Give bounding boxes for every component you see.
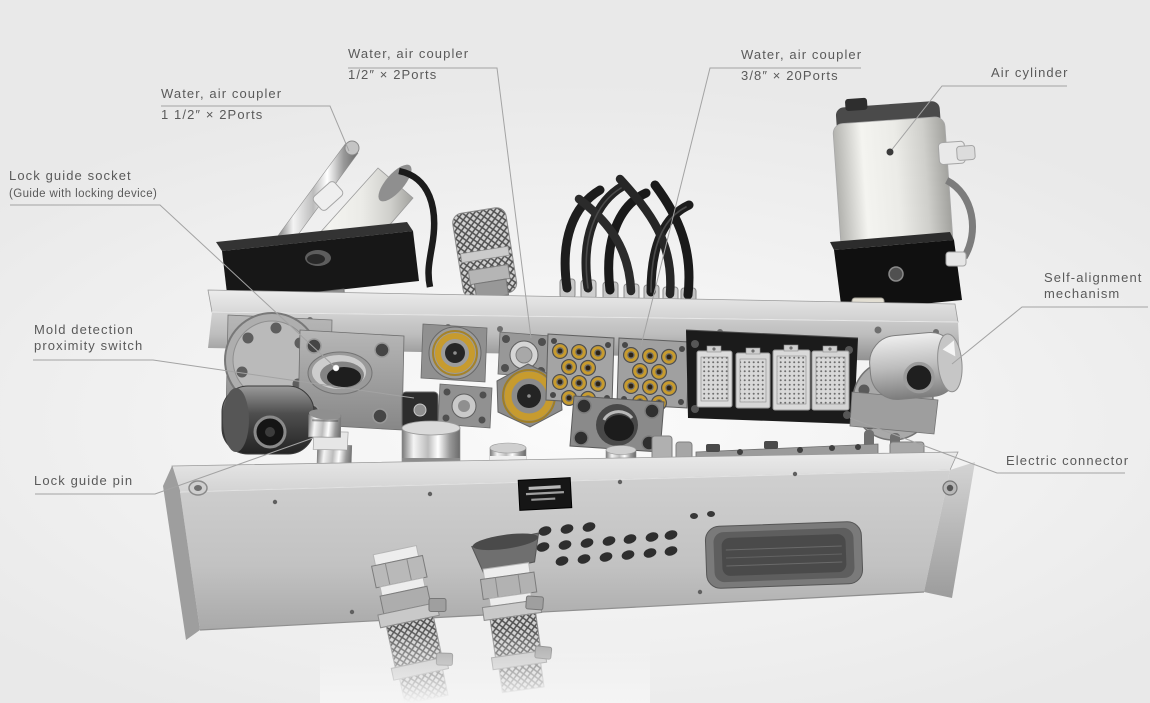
- leader-coupler-one-half: [161, 105, 350, 152]
- leader-lock-guide-pin: [35, 437, 314, 495]
- leader-dot-lock-guide-socket: [332, 364, 340, 372]
- label-lock-guide-pin: Lock guide pin: [34, 470, 133, 491]
- label-air-cylinder: Air cylinder: [991, 62, 1069, 83]
- label-line: Air cylinder: [991, 65, 1069, 80]
- upper-coupler-plate: [207, 97, 976, 455]
- plate-end-face: [924, 462, 975, 598]
- label-self-alignment-mechanism: Self-alignment mechanism: [1044, 270, 1143, 302]
- lock-guide-socket-block: [297, 329, 405, 431]
- electric-connector-blocks: [696, 344, 850, 411]
- label-water-air-coupler-half-inch: Water, air coupler 1/2″ × 2Ports: [348, 43, 469, 85]
- label-line: Water, air coupler: [348, 46, 470, 61]
- end-face-bolt: [942, 480, 958, 496]
- leader-self-alignment: [951, 306, 1148, 365]
- hose-fadeout: [320, 628, 650, 703]
- label-line: proximity switch: [34, 338, 144, 353]
- label-subline: (Guide with locking device): [9, 188, 158, 200]
- left-roller: [221, 385, 315, 455]
- self-alignment-mechanism: [849, 332, 963, 453]
- recessed-pocket: [704, 521, 864, 589]
- label-water-air-coupler-three-eighth-inch: Water, air coupler 3/8″ × 20Ports: [741, 44, 862, 86]
- electric-connector-panel: [685, 329, 859, 424]
- label-line: Self-alignment: [1044, 270, 1143, 285]
- label-line: Water, air coupler: [161, 86, 283, 101]
- leader-mold-detection: [33, 359, 415, 399]
- label-line: Electric connector: [1006, 453, 1130, 468]
- lower-mold-plate: [163, 409, 975, 703]
- small-coupler-plate: [437, 383, 493, 429]
- leader-air-cylinder: [889, 85, 1067, 153]
- label-line: Lock guide pin: [34, 473, 134, 488]
- label-water-air-coupler-one-half-inch: Water, air coupler 1 1/2″ × 2Ports: [161, 83, 282, 125]
- label-line: 1 1/2″ × 2Ports: [161, 107, 264, 122]
- label-line: Water, air coupler: [741, 47, 863, 62]
- label-line: Lock guide socket: [9, 168, 132, 183]
- label-mold-detection-proximity-switch: Mold detection proximity switch: [34, 322, 143, 354]
- leader-dot-air-cylinder: [886, 148, 894, 156]
- hose-bundle: [560, 174, 694, 300]
- leader-electric-connector: [849, 417, 1125, 474]
- label-electric-connector: Electric connector: [1006, 450, 1129, 471]
- center-square-flange: [569, 395, 665, 453]
- plate-left-face: [163, 466, 200, 640]
- leader-coupler-38: [640, 67, 861, 347]
- proximity-switch-block: [401, 391, 439, 429]
- label-line: mechanism: [1044, 286, 1121, 301]
- air-cylinder: [830, 97, 976, 317]
- leader-lock-guide-socket: [10, 204, 337, 369]
- annotation-leaders: [10, 67, 1148, 495]
- leader-coupler-half: [348, 67, 532, 339]
- plate-front-face: [180, 470, 950, 630]
- nameplate: [517, 477, 573, 511]
- self-alignment-roller: [869, 332, 963, 400]
- label-lock-guide-socket: Lock guide socket (Guide with locking de…: [9, 167, 157, 203]
- braided-hose-riser: [452, 207, 518, 301]
- label-line: Mold detection: [34, 322, 134, 337]
- half-inch-coupler: [497, 331, 551, 379]
- cooling-hole-cluster: [536, 511, 715, 566]
- label-line: 3/8″ × 20Ports: [741, 68, 839, 83]
- corner-screw: [188, 480, 208, 496]
- large-gold-coupler: [420, 323, 488, 383]
- label-line: 1/2″ × 2Ports: [348, 67, 438, 82]
